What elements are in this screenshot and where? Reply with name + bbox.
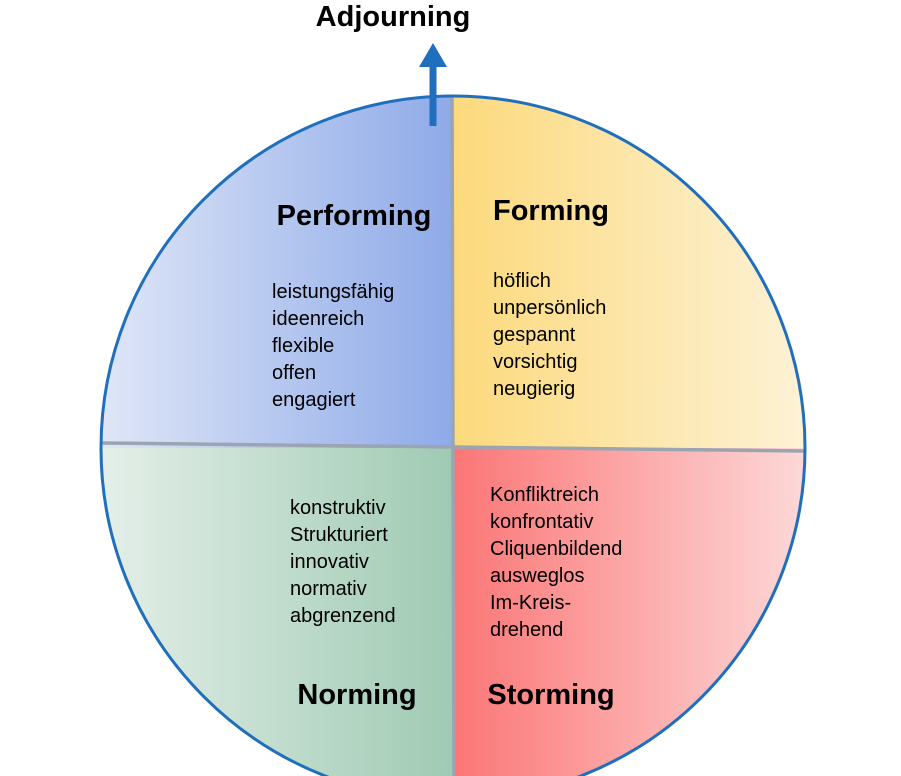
forming-trait: vorsichtig [493, 351, 577, 373]
forming-trait: neugierig [493, 378, 575, 400]
adjourning-label: Adjourning [316, 1, 471, 33]
norming-trait: innovativ [290, 551, 369, 573]
quadrant-storming [453, 448, 805, 776]
storming-traits: Konfliktreich konfrontativ Cliquenbilden… [490, 484, 622, 641]
performing-trait: ideenreich [272, 308, 364, 330]
forming-trait: höflich [493, 270, 551, 292]
quadrant-performing [101, 96, 453, 448]
norming-trait: Strukturiert [290, 524, 388, 546]
storming-trait: Cliquenbildend [490, 538, 622, 560]
norming-trait: normativ [290, 578, 367, 600]
storming-trait: drehend [490, 619, 563, 641]
adjourning-arrow [419, 43, 447, 126]
forming-traits: höflich unpersönlich gespannt vorsichtig… [493, 270, 606, 400]
performing-traits: leistungsfähig ideenreich flexible offen… [272, 281, 394, 411]
storming-trait: Konfliktreich [490, 484, 599, 506]
performing-trait: flexible [272, 335, 334, 357]
forming-title: Forming [493, 195, 609, 227]
cycle-outline [99, 94, 807, 776]
arrow-head-icon [419, 43, 447, 67]
norming-trait: abgrenzend [290, 605, 396, 627]
storming-trait: konfrontativ [490, 511, 593, 533]
performing-title: Performing [277, 200, 432, 232]
storming-trait: Im-Kreis- [490, 592, 571, 614]
storming-trait: ausweglos [490, 565, 585, 587]
forming-trait: unpersönlich [493, 297, 606, 319]
quadrant-norming [101, 448, 453, 776]
norming-traits: konstruktiv Strukturiert innovativ norma… [290, 497, 396, 627]
storming-title: Storming [487, 679, 614, 711]
vertical-divider [450, 95, 456, 776]
forming-trait: gespannt [493, 324, 576, 346]
performing-trait: leistungsfähig [272, 281, 394, 303]
performing-trait: engagiert [272, 389, 356, 411]
quadrant-dividers [100, 95, 806, 776]
performing-trait: offen [272, 362, 316, 384]
quadrant-forming [453, 96, 805, 448]
norming-title: Norming [297, 679, 416, 711]
norming-trait: konstruktiv [290, 497, 386, 519]
